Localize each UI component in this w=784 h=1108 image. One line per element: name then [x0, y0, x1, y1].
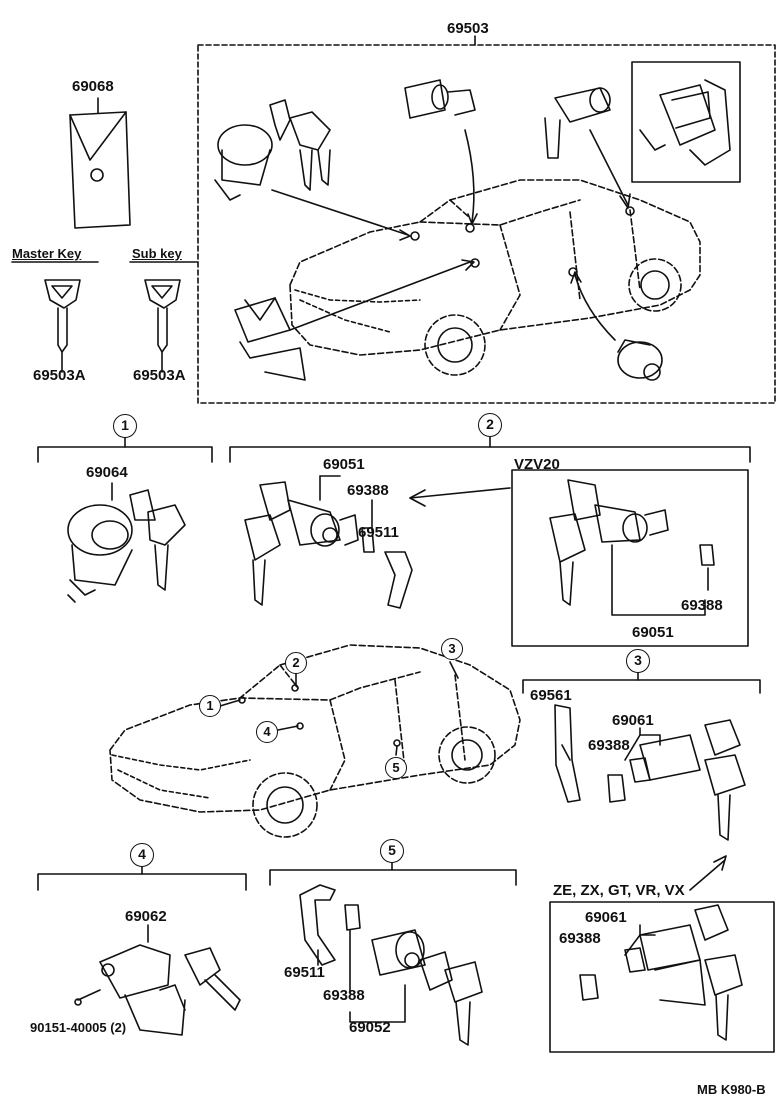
group4-glove-lock [74, 924, 241, 1036]
group3-plate-part: 69561 [530, 687, 572, 704]
group4-part-number: 69062 [125, 908, 167, 925]
group2-door-cylinder [244, 475, 511, 609]
group2-retainer-part: 69388 [347, 482, 389, 499]
top-ignition-lock [214, 99, 411, 241]
master-key-header: Master Key [12, 246, 82, 261]
group5-door-cylinder [299, 884, 483, 1046]
group1-part-number: 69064 [86, 464, 128, 481]
group3-trunk-lock [554, 704, 746, 891]
group4-screw-part: 90151-40005 (2) [30, 1020, 127, 1035]
top-inset-lock [639, 79, 731, 166]
sub-key-header: Sub key [132, 246, 182, 261]
ze-variant-label: ZE, ZX, GT, VR, VX [553, 882, 685, 899]
top-glove-lock [234, 259, 475, 381]
ze-cylinder-part: 69061 [585, 909, 627, 926]
group1-marker: 1 [113, 414, 137, 438]
group3-marker: 3 [626, 649, 650, 673]
ze-variant-box [549, 901, 775, 1053]
group5-clip-part: 69511 [284, 964, 325, 981]
group4-marker: 4 [130, 843, 154, 867]
card-part-number: 69068 [72, 78, 114, 95]
group1-ignition-lock [67, 482, 186, 603]
car-callout-1: 1 [199, 695, 221, 717]
vzv20-cylinder-part: 69051 [632, 624, 674, 641]
car-callout-4: 4 [256, 721, 278, 743]
car-callout-2: 2 [285, 652, 307, 674]
group3-retainer-part: 69388 [588, 737, 630, 754]
group5-retainer-part: 69388 [323, 987, 365, 1004]
top-car-outline [289, 179, 701, 376]
group2-clip-part: 69511 [358, 524, 399, 541]
sub-key-illustration [129, 261, 199, 373]
group5-marker: 5 [380, 839, 404, 863]
kit-part-number: 69503 [447, 20, 489, 37]
group3-cylinder-part: 69061 [612, 712, 654, 729]
top-trunk-cylinder [544, 87, 631, 209]
ze-retainer-part: 69388 [559, 930, 601, 947]
vzv20-label: VZV20 [514, 456, 560, 473]
key-card-illustration [69, 97, 131, 229]
group2-marker: 2 [478, 413, 502, 437]
group2-cylinder-part: 69051 [323, 456, 365, 473]
sub-key-part-number: 69503A [133, 367, 186, 384]
bottom-car-outline [109, 644, 521, 838]
diagram-code: MB K980-B [697, 1082, 766, 1097]
group-brackets [37, 436, 761, 891]
vzv20-variant-box [511, 469, 749, 647]
top-side-door-cylinder [570, 271, 663, 381]
vzv20-retainer-part: 69388 [681, 597, 723, 614]
top-door-cylinder-center [404, 79, 478, 225]
master-key-illustration [11, 261, 99, 373]
group5-cylinder-part: 69052 [349, 1019, 391, 1036]
car-callout-5: 5 [385, 757, 407, 779]
kit-69503-frame [197, 35, 776, 404]
master-key-part-number: 69503A [33, 367, 86, 384]
car-callout-3: 3 [441, 638, 463, 660]
